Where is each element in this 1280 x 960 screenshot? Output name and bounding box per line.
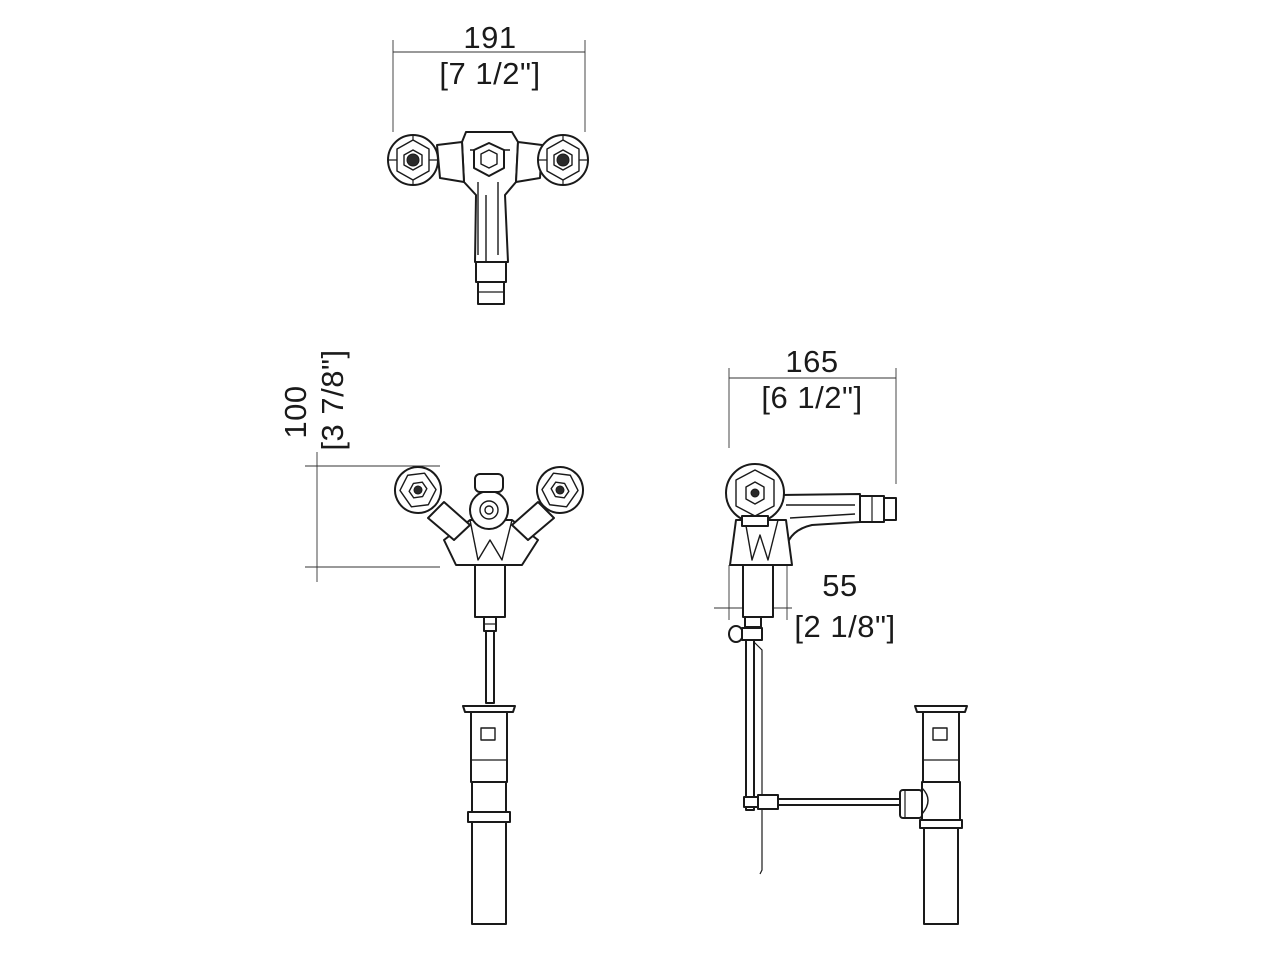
side-length-dimension: 165 [6 1/2"]	[728, 344, 897, 484]
side-length-inch: [6 1/2"]	[761, 380, 862, 415]
top-left-handle	[387, 134, 439, 186]
front-height-inch: [3 7/8"]	[315, 349, 350, 450]
top-view: 191 [7 1/2"]	[387, 20, 589, 305]
top-center-knob	[473, 142, 505, 177]
front-drain	[462, 705, 516, 925]
side-reach-dimension: 55 [2 1/8"]	[714, 565, 895, 644]
side-body	[729, 519, 793, 566]
top-right-arm	[515, 141, 543, 183]
top-left-arm	[436, 141, 465, 183]
side-length-mm: 165	[785, 344, 838, 379]
side-pivot-rod	[743, 796, 759, 808]
side-cable	[753, 641, 763, 875]
side-view: 165 [6 1/2"] 55 [2 1/8"]	[714, 344, 968, 925]
side-pivot-nut	[899, 789, 923, 819]
front-left-handle	[394, 466, 442, 514]
front-height-mm: 100	[278, 385, 313, 438]
top-width-inch: [7 1/2"]	[439, 56, 540, 91]
front-shank	[474, 564, 506, 618]
top-right-handle	[537, 134, 589, 186]
front-height-dimension: 100 [3 7/8"]	[278, 349, 440, 582]
front-right-arm	[511, 501, 555, 541]
side-drain	[914, 705, 968, 925]
front-right-handle	[536, 466, 584, 514]
top-width-dimension: 191 [7 1/2"]	[392, 20, 586, 132]
side-reach-inch: [2 1/8"]	[794, 609, 895, 644]
side-reach-mm: 55	[822, 568, 857, 603]
side-lift-rod	[745, 639, 755, 811]
side-handle	[725, 463, 785, 527]
front-left-arm	[427, 501, 471, 541]
side-shank	[742, 564, 774, 618]
top-width-mm: 191	[463, 20, 516, 55]
front-spout	[469, 490, 509, 530]
side-pull-knob	[728, 625, 744, 643]
front-pop-up-rod	[485, 630, 495, 704]
top-aerator	[475, 261, 507, 283]
front-view: 100 [3 7/8"]	[278, 349, 584, 925]
